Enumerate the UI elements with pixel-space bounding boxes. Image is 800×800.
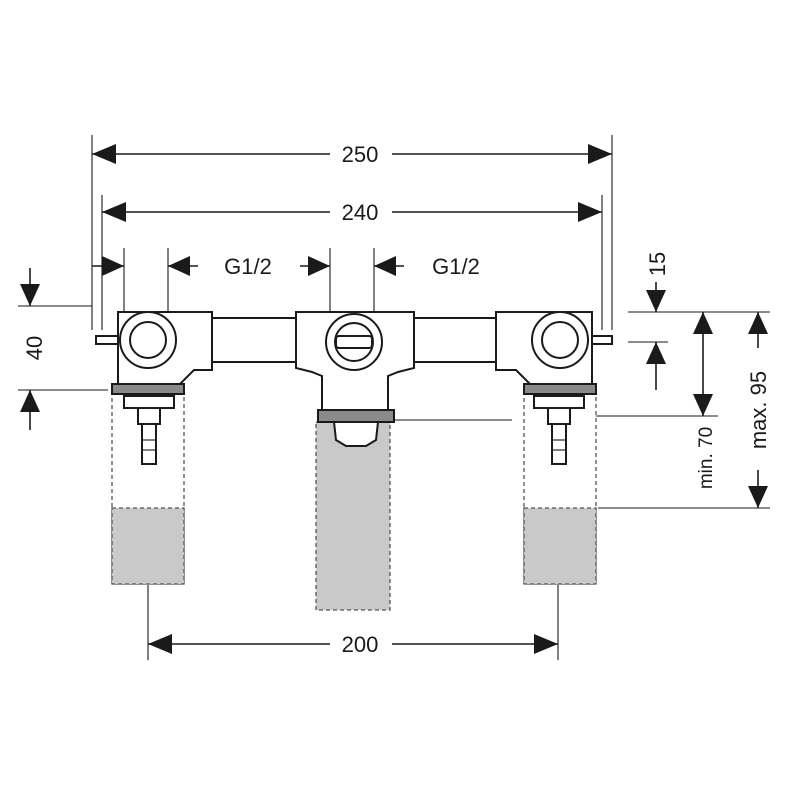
dimension-40: 40: [20, 268, 47, 430]
dimension-label-max-95: max. 95: [746, 371, 771, 449]
center-installation-zone: [315, 421, 391, 611]
left-installation-zone: [111, 391, 185, 585]
dimension-label-200: 200: [342, 632, 379, 657]
dimension-thread-left: G1/2: [92, 254, 330, 279]
dimension-15: 15: [628, 252, 670, 390]
dimension-max-95: max. 95: [746, 312, 771, 508]
dimension-250: 250: [92, 142, 612, 167]
dimension-label-240: 240: [342, 200, 379, 225]
dimension-240: 240: [102, 200, 602, 225]
dimension-min-70: min. 70: [693, 312, 717, 489]
dimension-200: 200: [148, 632, 558, 657]
thread-label-right: G1/2: [432, 254, 480, 279]
dimension-label-40: 40: [22, 336, 47, 360]
dimension-label-15: 15: [645, 252, 670, 276]
valve-body: [95, 311, 613, 465]
dimension-thread-right: G1/2: [374, 254, 480, 279]
extension-lines: [18, 135, 770, 660]
thread-label-left: G1/2: [224, 254, 272, 279]
dimension-label-min-70: min. 70: [696, 427, 717, 489]
dimension-label-250: 250: [342, 142, 379, 167]
